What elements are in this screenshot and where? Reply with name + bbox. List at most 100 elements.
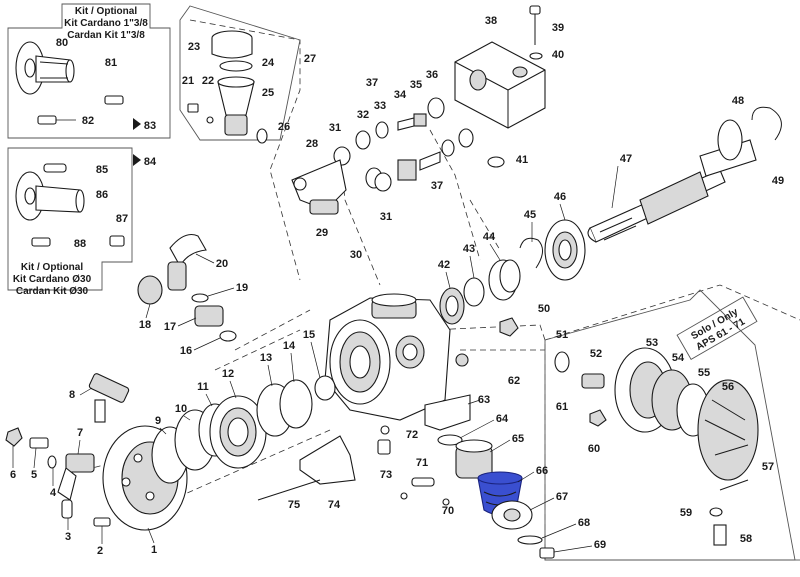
- kit-1-title: Kit / Optional: [75, 6, 137, 17]
- drive-shaft-assembly: [439, 106, 782, 325]
- callout-39: 39: [552, 22, 564, 34]
- callout-5: 5: [31, 469, 37, 481]
- callout-66: 66: [536, 465, 548, 477]
- callout-13: 13: [260, 352, 272, 364]
- callout-52: 52: [590, 348, 602, 360]
- kit-1-line3: Cardan Kit 1"3/8: [67, 30, 145, 41]
- callout-26: 26: [278, 121, 290, 133]
- assembly-guide-lines: [84, 19, 800, 561]
- callout-40: 40: [552, 49, 564, 61]
- callout-55: 55: [698, 367, 710, 379]
- callout-labels: 1 2 3 4 5 6 7 8 9 10 11 12 13 14 15 16 1…: [10, 15, 784, 557]
- callout-51: 51: [556, 329, 568, 341]
- callout-53: 53: [646, 337, 658, 349]
- callout-50: 50: [538, 303, 550, 315]
- callout-85: 85: [96, 164, 108, 176]
- callout-59: 59: [680, 507, 692, 519]
- callout-41: 41: [516, 154, 528, 166]
- callout-4: 4: [50, 487, 57, 499]
- callout-49: 49: [772, 175, 784, 187]
- callout-17: 17: [164, 321, 176, 333]
- callout-75: 75: [288, 499, 300, 511]
- callout-35: 35: [410, 79, 422, 91]
- callout-64: 64: [496, 413, 509, 425]
- callout-16: 16: [180, 345, 192, 357]
- callout-42: 42: [438, 259, 450, 271]
- callout-22: 22: [202, 75, 214, 87]
- callout-68: 68: [578, 517, 590, 529]
- callout-44: 44: [483, 231, 496, 243]
- callout-leaders: [12, 165, 619, 553]
- kit-2-line3: Cardan Kit Ø30: [16, 286, 89, 297]
- pump-body: [314, 293, 519, 421]
- callout-65: 65: [512, 433, 524, 445]
- callout-86: 86: [96, 189, 108, 201]
- kit-1-line2: Kit Cardano 1"3/8: [64, 18, 148, 29]
- callout-12: 12: [222, 368, 234, 380]
- callout-60: 60: [588, 443, 600, 455]
- callout-87: 87: [116, 213, 128, 225]
- callout-83: 83: [144, 120, 156, 132]
- kit-2-title: Kit / Optional: [21, 262, 83, 273]
- callout-25: 25: [262, 87, 274, 99]
- callout-19: 19: [236, 282, 248, 294]
- callout-8: 8: [69, 389, 75, 401]
- callout-3: 3: [65, 531, 71, 543]
- callout-82: 82: [82, 115, 94, 127]
- callout-29: 29: [316, 227, 328, 239]
- callout-23: 23: [188, 41, 200, 53]
- callout-34: 34: [394, 89, 407, 101]
- callout-7: 7: [77, 427, 83, 439]
- callout-43: 43: [463, 243, 475, 255]
- optional-kit-panel-2: Kit / Optional Kit Cardano Ø30 Cardan Ki…: [7, 147, 133, 297]
- callout-9: 9: [155, 415, 161, 427]
- callout-24: 24: [262, 57, 275, 69]
- callout-80: 80: [56, 37, 68, 49]
- callout-10: 10: [175, 403, 187, 415]
- callout-72: 72: [406, 429, 418, 441]
- callout-73: 73: [380, 469, 392, 481]
- callout-1: 1: [151, 544, 157, 556]
- callout-61: 61: [556, 401, 568, 413]
- optional-kit-panel-1: Kit / Optional Kit Cardano 1"3/8 Cardan …: [7, 3, 171, 139]
- callout-62: 62: [508, 375, 520, 387]
- callout-37b: 37: [431, 180, 443, 192]
- arrow-83-icon: [133, 118, 141, 130]
- left-side-assembly: [5, 233, 313, 531]
- callout-71: 71: [416, 457, 428, 469]
- callout-6: 6: [10, 469, 16, 481]
- valve-head-assembly: [291, 5, 546, 215]
- callout-20: 20: [216, 258, 228, 270]
- arrow-84-icon: [133, 154, 141, 166]
- callout-30: 30: [350, 249, 362, 261]
- callout-45: 45: [524, 209, 536, 221]
- callout-31a: 31: [329, 122, 341, 134]
- callout-14: 14: [283, 340, 296, 352]
- callout-54: 54: [672, 352, 685, 364]
- callout-36: 36: [426, 69, 438, 81]
- callout-69: 69: [594, 539, 606, 551]
- lower-assembly: [257, 394, 555, 559]
- callout-21: 21: [182, 75, 194, 87]
- callout-63: 63: [478, 394, 490, 406]
- callout-56: 56: [722, 381, 734, 393]
- callout-31b: 31: [380, 211, 392, 223]
- callout-2: 2: [97, 545, 103, 557]
- callout-11: 11: [197, 381, 209, 393]
- callout-28: 28: [306, 138, 318, 150]
- callout-37a: 37: [366, 77, 378, 89]
- callout-70: 70: [442, 505, 454, 517]
- solo-only-panel: Solo / Only APS 61 - 71: [544, 289, 796, 561]
- callout-57: 57: [762, 461, 774, 473]
- callout-27: 27: [304, 53, 316, 65]
- callout-58: 58: [740, 533, 752, 545]
- callout-48: 48: [732, 95, 744, 107]
- kit-2-line2: Kit Cardano Ø30: [13, 274, 92, 285]
- callout-15: 15: [303, 329, 315, 341]
- callout-88: 88: [74, 238, 86, 250]
- callout-46: 46: [554, 191, 566, 203]
- callout-67: 67: [556, 491, 568, 503]
- callout-38: 38: [485, 15, 497, 27]
- callout-32: 32: [357, 109, 369, 121]
